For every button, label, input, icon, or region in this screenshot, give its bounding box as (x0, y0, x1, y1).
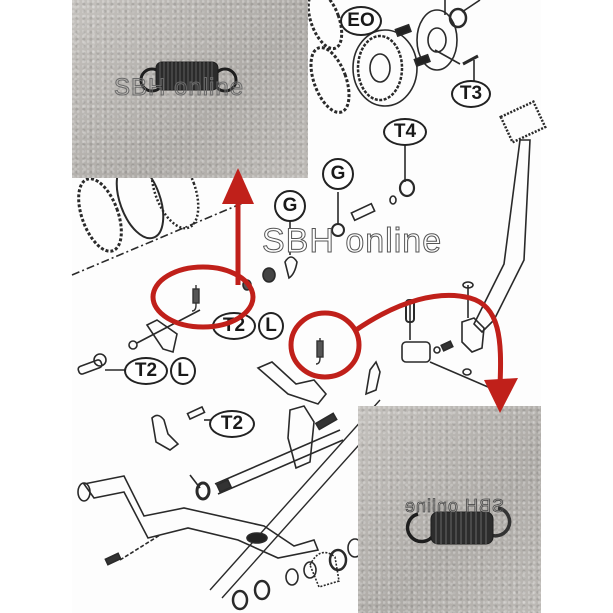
arrow-curve-line (354, 292, 504, 386)
callout-label-t2-middle: T2 (124, 357, 168, 385)
spring-photo-bottom: SBH online (358, 406, 541, 613)
callout-label-t4: T4 (383, 118, 427, 146)
callout-label-t2-lower: T2 (209, 410, 255, 438)
spring-icon (139, 61, 238, 93)
watermark-main: SBH online (261, 222, 443, 261)
arrow-down-head (484, 378, 518, 413)
spring-photo-top: SBH online (72, 0, 308, 178)
arrow-up-head (222, 168, 254, 204)
watermark-text: SBH online (113, 74, 245, 102)
spring-icon (405, 506, 512, 545)
callout-label-t3: T3 (451, 80, 491, 108)
callout-label-l-middle: L (170, 357, 196, 385)
highlight-circle-upper (150, 264, 256, 330)
highlight-circle-lower (288, 310, 362, 380)
callout-label-g-upper: G (322, 158, 354, 190)
callout-label-g-lower: G (274, 190, 306, 222)
callout-label-l-upper: L (258, 312, 284, 340)
callout-label-eo: EO (340, 6, 382, 36)
